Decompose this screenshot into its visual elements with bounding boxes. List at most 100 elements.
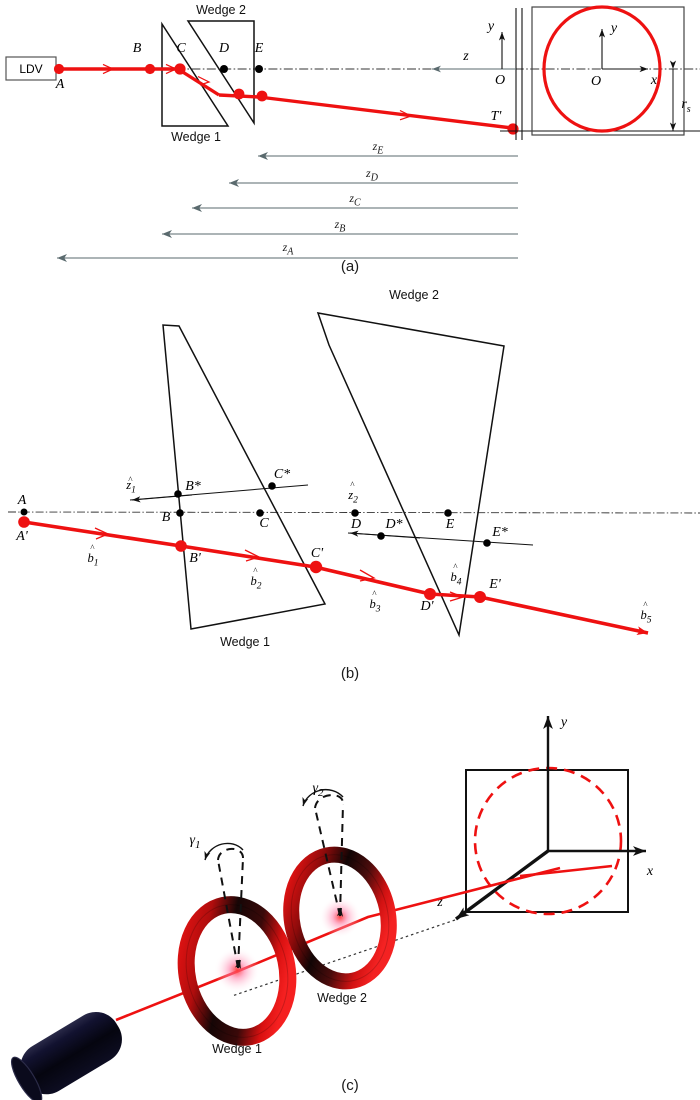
scan-circle-a bbox=[542, 5, 662, 133]
gamma2-label-c: γ2 bbox=[312, 781, 324, 799]
point-label-Bprime-b: B' bbox=[189, 551, 202, 566]
panel-a: LDV Wedge 1 Wedge 2 bbox=[5, 3, 700, 275]
node-C-a bbox=[174, 63, 186, 75]
panel-b: Wedge 1 Wedge 2 ^ z1 ^ z2 bbox=[7, 288, 700, 682]
ray-point-Dprime-b bbox=[424, 588, 436, 600]
wedge1-label-c: Wedge 1 bbox=[212, 1042, 262, 1056]
point-label-A-b: A bbox=[17, 493, 27, 508]
direction-vector-labels-b: ^ b1 ^ b2 ^ b3 ^ b4 bbox=[88, 543, 652, 626]
star-point-Cstar-b bbox=[268, 482, 276, 490]
bhat2-label-b: b2 bbox=[251, 574, 262, 592]
panel-caption-b: (b) bbox=[341, 665, 359, 682]
wedge1-shape-b bbox=[162, 324, 327, 630]
rs-label-a: rs bbox=[681, 97, 690, 115]
point-label-C-b: C bbox=[259, 516, 269, 531]
star-point-Bstar-b bbox=[174, 490, 182, 498]
axis-point-A-b bbox=[20, 508, 28, 516]
laser-beam-tail-c bbox=[519, 864, 613, 878]
z-axis-arrow-c bbox=[454, 849, 550, 921]
point-label-Eprime-b: E' bbox=[488, 577, 502, 592]
node-A-a bbox=[53, 63, 65, 75]
point-label-E-a: E bbox=[254, 41, 264, 56]
bhat4-label-b: b4 bbox=[451, 570, 462, 588]
z-axis-label-c: z bbox=[436, 895, 443, 910]
dim-label-zA: zA bbox=[282, 240, 295, 258]
wedge1-label-a: Wedge 1 bbox=[171, 130, 221, 144]
wedge2-label-c: Wedge 2 bbox=[317, 991, 367, 1005]
axis-point-D-b bbox=[351, 509, 359, 517]
ldv-label: LDV bbox=[19, 62, 42, 76]
origin-label-target-a: O bbox=[591, 74, 601, 89]
z2-normal-arrow-b bbox=[349, 530, 421, 539]
ray-points-b bbox=[18, 516, 486, 603]
beam-path-a bbox=[56, 67, 513, 130]
point-label-Estar-b: E* bbox=[491, 525, 508, 540]
z1-normal-arrow-b bbox=[131, 494, 193, 503]
panel-caption-a: (a) bbox=[341, 258, 359, 275]
x-axis-label-c: x bbox=[646, 864, 654, 879]
axis-point-E-b bbox=[444, 509, 452, 517]
point-label-Cprime-b: C' bbox=[311, 546, 324, 561]
panel-caption-c: (c) bbox=[341, 1077, 359, 1094]
dim-label-zC: zC bbox=[348, 191, 361, 209]
dim-label-zD: zD bbox=[365, 166, 379, 184]
z2-normal-caret-b: ^ bbox=[350, 480, 355, 490]
z2-normal-label-b: z2 bbox=[347, 488, 358, 506]
y-axis-label-c: y bbox=[559, 715, 568, 730]
wedge1-shape-a bbox=[161, 21, 230, 127]
y-axis-label-left-a: y bbox=[486, 19, 495, 34]
y-axis-label-target-a: y bbox=[609, 21, 618, 36]
wedge2-ring-c bbox=[283, 846, 397, 990]
star-point-Estar-b bbox=[483, 539, 491, 547]
point-label-Cstar-b: C* bbox=[274, 467, 290, 482]
wedge2-label-b: Wedge 2 bbox=[389, 288, 439, 302]
point-label-Dstar-b: D* bbox=[384, 517, 402, 532]
node-E-a bbox=[256, 90, 268, 102]
ray-path-b bbox=[23, 520, 649, 635]
point-label-E-b: E bbox=[445, 517, 455, 532]
point-label-C-a: C bbox=[176, 41, 186, 56]
bhat1-label-b: b1 bbox=[88, 551, 99, 569]
point-label-D-a: D bbox=[218, 41, 229, 56]
distance-dimensions-a: zE zD zC zB zA bbox=[57, 139, 518, 262]
node-Tprime-a bbox=[507, 123, 519, 135]
ray-point-Cprime-b bbox=[309, 560, 323, 574]
star-points-b bbox=[174, 482, 491, 547]
panel-c: y x z Wedge 1 Wedge 2 bbox=[10, 715, 654, 1100]
bhat5-label-b: b5 bbox=[641, 608, 652, 626]
wedge2-shape-a bbox=[186, 20, 255, 126]
bhat1-caret-b: ^ bbox=[90, 543, 95, 553]
ray-point-Eprime-b bbox=[474, 591, 486, 603]
point-label-D-b: D bbox=[350, 517, 361, 532]
point-label-A-a: A bbox=[55, 77, 65, 92]
node-D-axis-a bbox=[220, 65, 228, 73]
gamma1-indicator-c bbox=[204, 842, 244, 969]
dim-label-zB: zB bbox=[334, 217, 346, 235]
z-axis-label-a: z bbox=[462, 49, 469, 64]
bhat3-label-b: b3 bbox=[370, 597, 381, 615]
z1-normal-label-b: ^ bbox=[128, 475, 133, 485]
dim-label-zE: zE bbox=[372, 139, 384, 157]
node-D-a bbox=[233, 88, 245, 100]
wedge1-label-b: Wedge 1 bbox=[220, 635, 270, 649]
ray-point-Aprime-b bbox=[18, 516, 30, 528]
bhat3-caret-b: ^ bbox=[372, 589, 377, 599]
reference-plane-a bbox=[515, 8, 523, 140]
wedge2-shape-b bbox=[316, 312, 505, 638]
point-label-Aprime-b: A' bbox=[15, 529, 29, 544]
axis-point-B-b bbox=[176, 509, 184, 517]
point-label-B-a: B bbox=[133, 41, 142, 56]
optical-axis-dotted-c bbox=[231, 919, 456, 997]
node-E-axis-a bbox=[255, 65, 263, 73]
z1-normal-label-text-b: z1 bbox=[125, 478, 136, 496]
point-label-Dprime-b: D' bbox=[419, 599, 434, 614]
star-point-Dstar-b bbox=[377, 532, 385, 540]
bhat2-caret-b: ^ bbox=[253, 566, 258, 576]
ldv-head-c bbox=[10, 1011, 122, 1100]
point-label-B-b: B bbox=[162, 510, 171, 525]
wedge2-label-a: Wedge 2 bbox=[196, 3, 246, 17]
axis-point-C-b bbox=[256, 509, 264, 517]
wedge1-ring-c bbox=[177, 896, 297, 1046]
